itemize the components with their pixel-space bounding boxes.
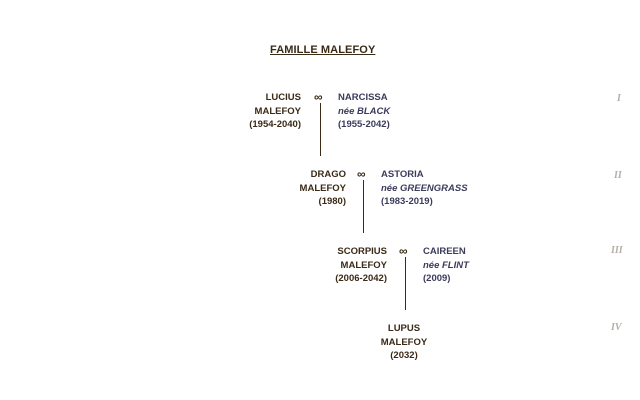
first-name: CAIREEN (423, 246, 466, 257)
maiden-name: née GREENGRASS (381, 182, 468, 194)
first-name: LUPUS (387, 323, 421, 334)
life-years: (2009) (423, 273, 451, 284)
generation-label-4: IV (611, 322, 622, 333)
maiden-name: née FLINT (423, 259, 469, 271)
descent-line-2 (363, 180, 364, 233)
last-name: MALEFOY (299, 182, 346, 194)
life-years: (2032) (390, 350, 418, 361)
first-name: NARCISSA (338, 92, 388, 103)
marriage-symbol-3: ∞ (399, 244, 408, 258)
person-scorpius: SCORPIUS MALEFOY (2006-2042) (335, 245, 387, 286)
generation-label-2: II (614, 170, 622, 181)
life-years: (1980) (318, 196, 346, 207)
descent-line-1 (320, 103, 321, 156)
person-lucius: LUCIUS MALEFOY (1954-2040) (249, 91, 301, 132)
last-name: MALEFOY (380, 336, 428, 348)
person-lupus: LUPUS MALEFOY (2032) (374, 322, 434, 363)
generation-label-1: I (617, 93, 621, 104)
marriage-symbol-1: ∞ (314, 90, 323, 104)
person-narcissa: NARCISSA née BLACK (1955-2042) (338, 91, 390, 132)
maiden-name: née BLACK (338, 105, 391, 117)
family-title: FAMILLE MALEFOY (270, 44, 376, 56)
last-name: MALEFOY (340, 259, 387, 271)
life-years: (1954-2040) (249, 119, 301, 130)
first-name: LUCIUS (265, 92, 301, 103)
life-years: (2006-2042) (335, 273, 387, 284)
last-name: MALEFOY (254, 105, 301, 117)
first-name: SCORPIUS (337, 246, 387, 257)
person-caireen: CAIREEN née FLINT (2009) (423, 245, 469, 286)
life-years: (1955-2042) (338, 119, 390, 130)
life-years: (1983-2019) (381, 196, 433, 207)
person-astoria: ASTORIA née GREENGRASS (1983-2019) (381, 168, 468, 209)
first-name: DRAGO (310, 169, 346, 180)
descent-line-3 (405, 257, 406, 310)
generation-label-3: III (611, 245, 623, 256)
person-drago: DRAGO MALEFOY (1980) (300, 168, 346, 209)
marriage-symbol-2: ∞ (357, 167, 366, 181)
first-name: ASTORIA (381, 169, 424, 180)
